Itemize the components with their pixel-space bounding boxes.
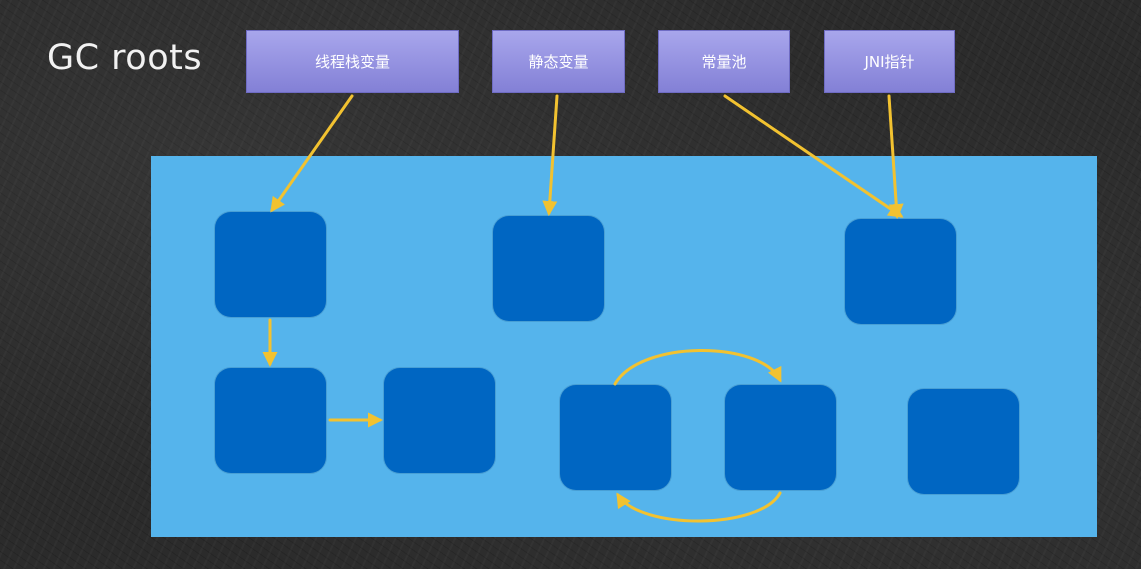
heap-object-2 [493,216,604,321]
root-jni-pointer: JNI指针 [824,30,955,93]
arrow-static-to-obj2 [542,94,559,216]
arrow-jni-to-obj3 [887,94,904,219]
arrow-thread-stack-to-obj1 [270,94,354,213]
heap-object-6 [560,385,671,490]
root-static-vars: 静态变量 [492,30,625,93]
heap-object-1 [215,212,326,317]
heap-object-7 [725,385,836,490]
heap-object-4 [215,368,326,473]
heap-object-3 [845,219,956,324]
root-constant-pool: 常量池 [658,30,790,93]
heap-object-5 [384,368,495,473]
root-thread-stack-vars: 线程栈变量 [246,30,459,93]
arrow-constpool-to-obj3 [723,94,904,218]
arrow-obj6-to-obj7 [613,349,782,386]
gc-roots-title: GC roots [47,38,203,78]
heap-object-8 [908,389,1019,494]
arrow-obj7-to-obj6 [616,491,782,523]
